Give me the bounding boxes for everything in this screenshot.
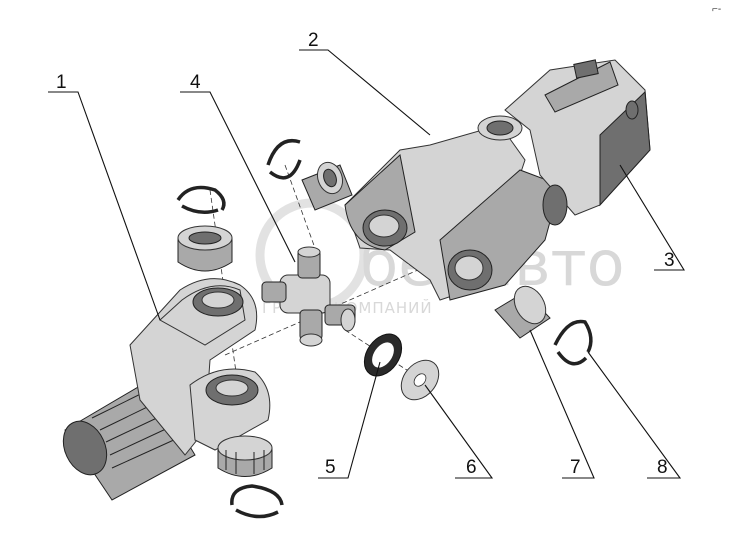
callout-5: 5 bbox=[325, 457, 336, 478]
callout-4: 4 bbox=[190, 72, 201, 93]
bearing-cap-part-7 bbox=[494, 285, 551, 339]
part-5-seal bbox=[363, 333, 403, 377]
part-3-slotted-tube-yoke bbox=[504, 59, 651, 226]
bearing-cap-lower-left bbox=[217, 435, 273, 477]
bearing-caps bbox=[176, 139, 593, 519]
circlip-upper-left bbox=[176, 185, 226, 214]
part-4-spider-cross bbox=[261, 246, 356, 347]
callout-6: 6 bbox=[466, 457, 477, 478]
callout-1: 1 bbox=[56, 72, 67, 93]
part-2-flanged-yoke bbox=[344, 115, 561, 301]
circlip-part-8 bbox=[553, 319, 593, 366]
bearing-cap-upper-left bbox=[177, 225, 233, 272]
callout-3: 3 bbox=[664, 250, 675, 271]
callout-8: 8 bbox=[657, 457, 668, 478]
part-1-splined-yoke bbox=[62, 278, 271, 501]
circlip-upper-middle bbox=[266, 139, 302, 180]
bearing-cap-upper-middle bbox=[301, 161, 353, 211]
callout-2: 2 bbox=[308, 30, 319, 51]
circlip-lower-left bbox=[230, 484, 284, 519]
part-6-washer bbox=[400, 359, 440, 401]
leader-lines bbox=[48, 49, 685, 479]
callout-labels: 1 2 3 4 5 6 7 8 bbox=[56, 30, 675, 478]
corner-mark: ⌐- bbox=[712, 4, 721, 15]
callout-7: 7 bbox=[570, 457, 581, 478]
